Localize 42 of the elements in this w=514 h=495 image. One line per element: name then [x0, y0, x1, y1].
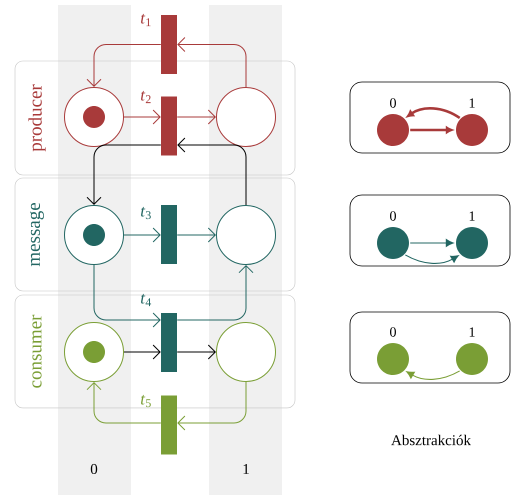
group-label: consumer — [32, 314, 42, 388]
group-label: producer — [28, 84, 46, 152]
transition-label: t$_{4}$ — [141, 294, 152, 306]
arrow — [410, 126, 453, 134]
caption-text: Absztrakciók — [391, 434, 471, 446]
arrow — [406, 370, 460, 380]
arrow — [405, 254, 459, 264]
arrow — [176, 228, 216, 242]
arrow — [176, 110, 216, 124]
group-label: message — [30, 202, 44, 266]
arrow — [176, 344, 216, 360]
state-label: 1 — [470, 327, 475, 337]
place-circle — [216, 205, 276, 265]
arrow — [177, 138, 246, 206]
place-circle — [216, 322, 276, 382]
state-label: 1 — [470, 98, 475, 108]
arrow — [86, 382, 162, 424]
abstraction-box — [350, 82, 510, 154]
arrow — [124, 228, 161, 242]
transition-label: t$_{2}$ — [141, 90, 151, 104]
arrow — [176, 264, 254, 320]
arrow — [124, 344, 161, 360]
arrow — [86, 144, 162, 205]
column-label: 0 — [90, 464, 98, 474]
arrow — [177, 37, 246, 88]
transition-label: t$_{1}$ — [141, 14, 151, 26]
arrow — [410, 239, 454, 247]
state-label: 1 — [470, 211, 475, 221]
column-label: 1 — [244, 464, 249, 474]
arrow — [124, 110, 161, 124]
transition-label: t$_{5}$ — [141, 394, 151, 408]
arrow — [177, 381, 246, 430]
state-label: 0 — [390, 211, 396, 221]
transition-label: t$_{3}$ — [141, 206, 151, 220]
arrow — [86, 44, 162, 87]
state-label: 0 — [390, 327, 396, 337]
arrow — [406, 107, 460, 120]
abstraction-box — [350, 312, 510, 384]
state-label: 0 — [390, 98, 396, 108]
arrow — [94, 264, 161, 328]
place-circle — [216, 87, 276, 147]
abstraction-box — [350, 194, 510, 266]
